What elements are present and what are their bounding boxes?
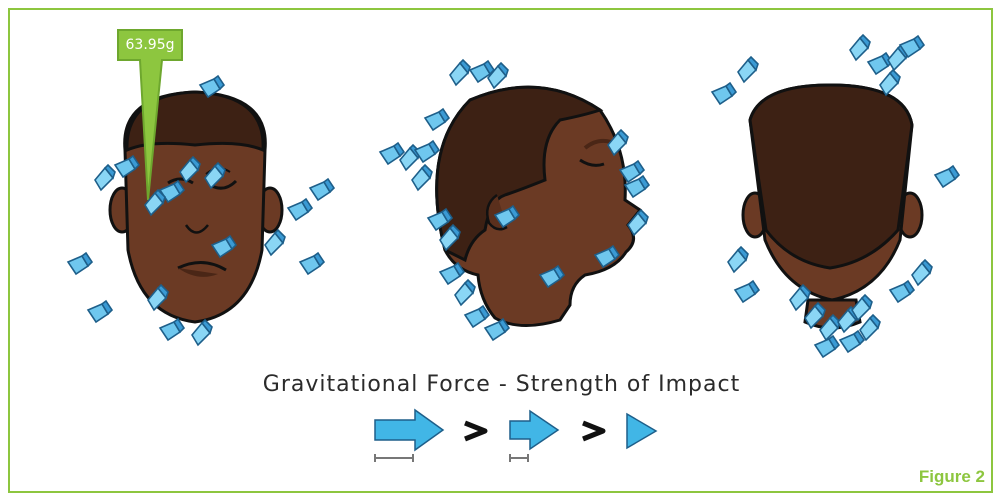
triangle-arrow-icon <box>627 414 656 448</box>
impact-strength-legend <box>375 410 656 462</box>
legend-caption: Gravitational Force - Strength of Impact <box>0 372 1003 397</box>
short-arrow-icon <box>510 411 558 462</box>
greater-than-icon <box>583 423 603 439</box>
greater-than-icon <box>465 423 485 439</box>
long-arrow-icon <box>375 410 443 462</box>
figure-number-label: Figure 2 <box>919 467 985 487</box>
front-view-head <box>110 92 282 322</box>
impact-callout-value: 63.95g <box>118 37 182 53</box>
